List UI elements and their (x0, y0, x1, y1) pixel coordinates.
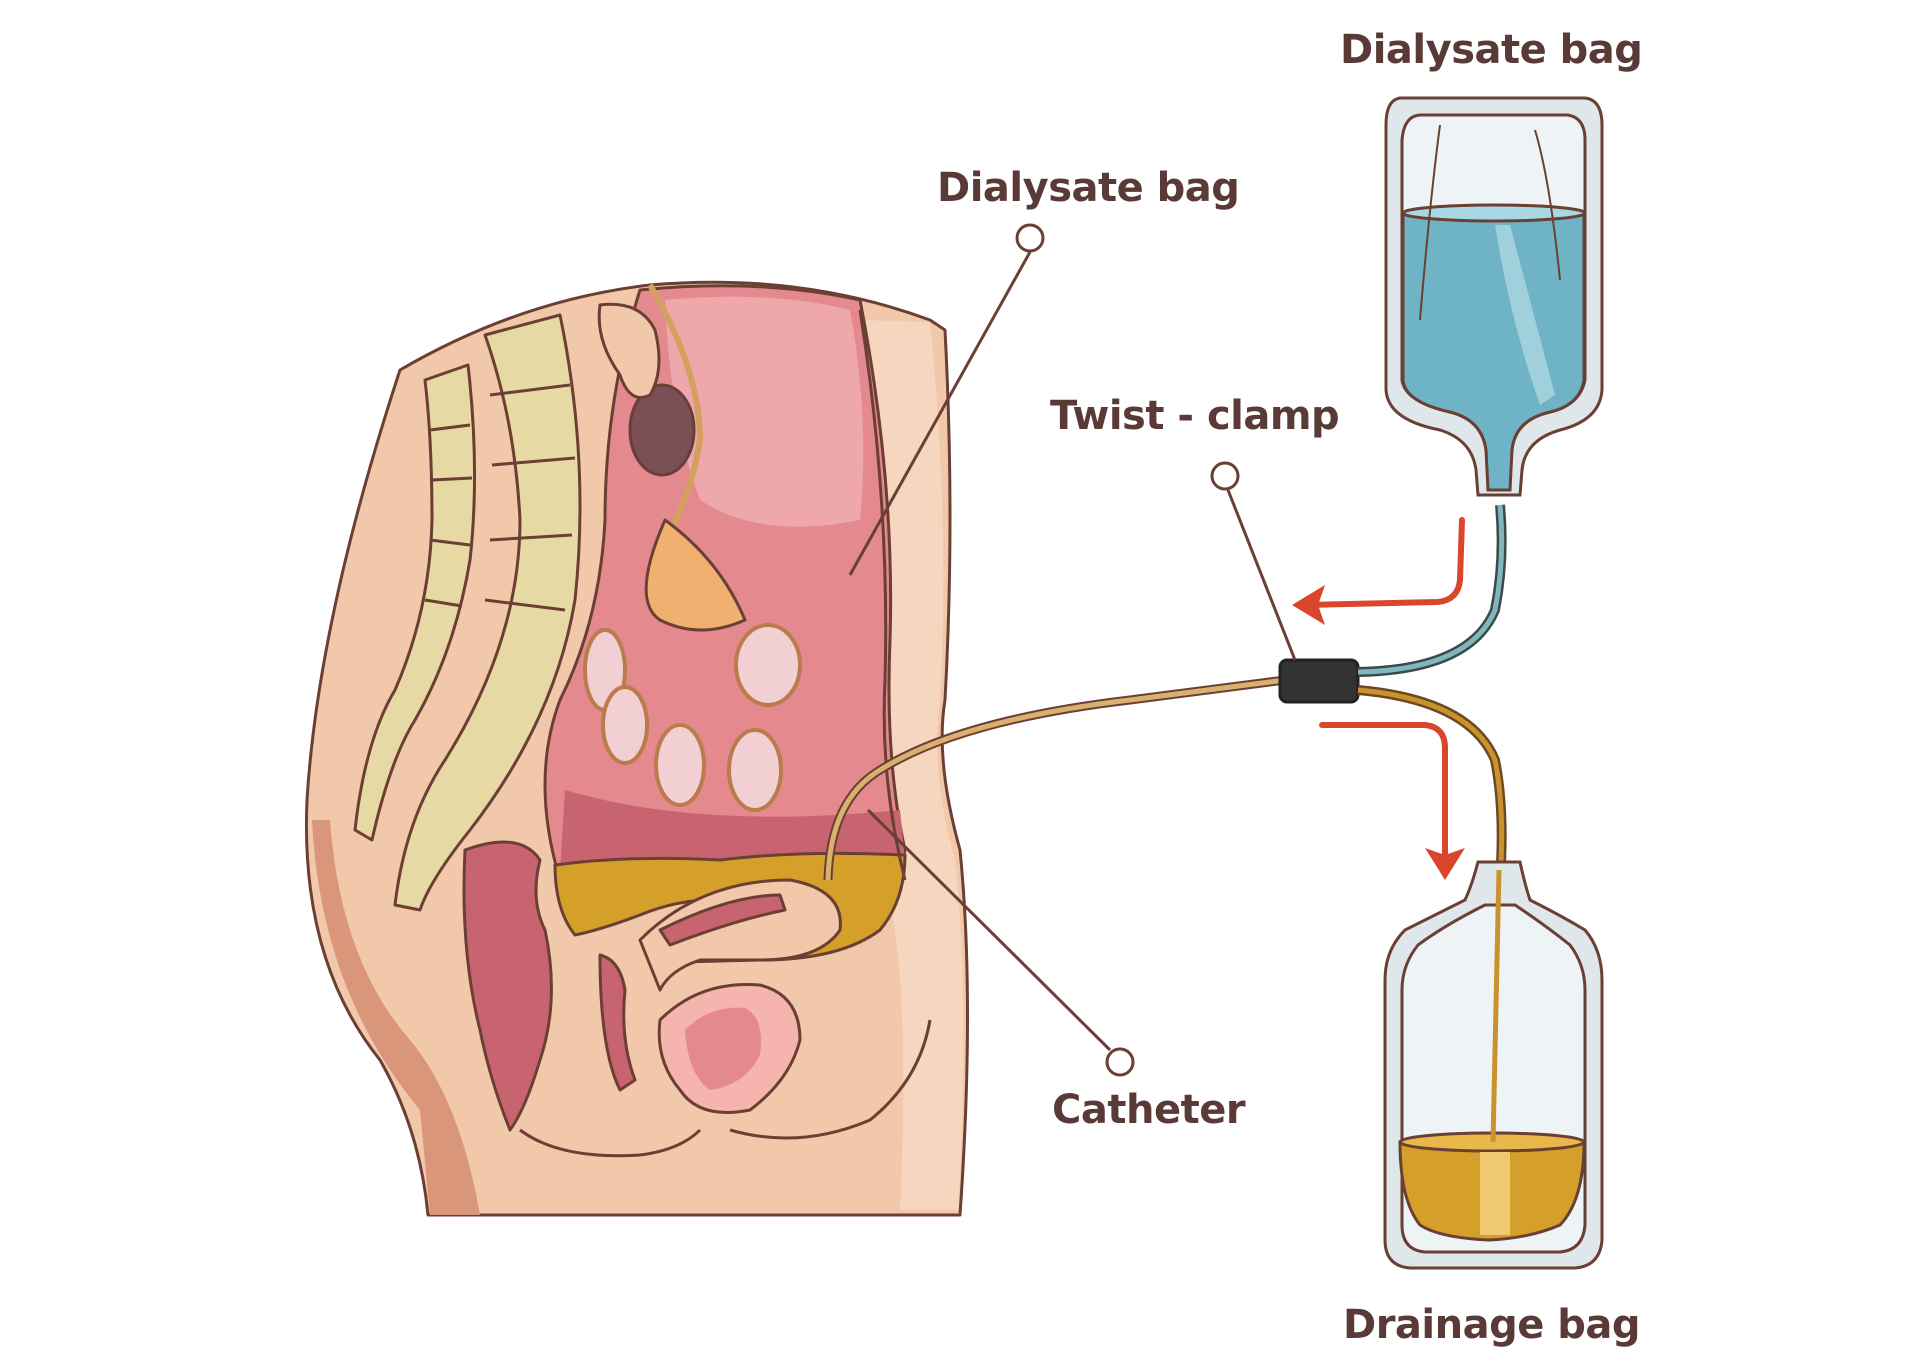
label-catheter: Catheter (1052, 1087, 1246, 1133)
inflow-arrow (1292, 517, 1465, 625)
leader-dot-dialysate-abdomen (1015, 223, 1045, 253)
leader-line-catheter (866, 808, 1112, 1052)
leader-line-dialysate-abdomen (848, 251, 1032, 576)
inflow-tube (1357, 504, 1507, 677)
spine (393, 313, 582, 912)
intestines (644, 518, 747, 632)
twist-clamp (1278, 658, 1360, 704)
kidney (628, 383, 696, 477)
drainage-bag (1383, 860, 1604, 1270)
label-dialysate-bag-abdomen: Dialysate bag (937, 165, 1240, 211)
leader-line-twist-clamp (1226, 489, 1297, 661)
abdomen-cross-section (304, 280, 969, 1217)
dialysate-bag-top (1384, 96, 1604, 497)
outflow-arrow (1319, 722, 1465, 880)
uterus (638, 878, 842, 992)
label-dialysate-bag-top: Dialysate bag (1340, 27, 1643, 73)
dialysate-fluid (1401, 211, 1586, 492)
leader-dot-twist-clamp (1210, 461, 1240, 491)
leader-dot-catheter (1105, 1047, 1135, 1077)
label-twist-clamp: Twist - clamp (1050, 393, 1340, 439)
label-drainage-bag: Drainage bag (1343, 1302, 1641, 1348)
rectum (462, 840, 553, 1132)
